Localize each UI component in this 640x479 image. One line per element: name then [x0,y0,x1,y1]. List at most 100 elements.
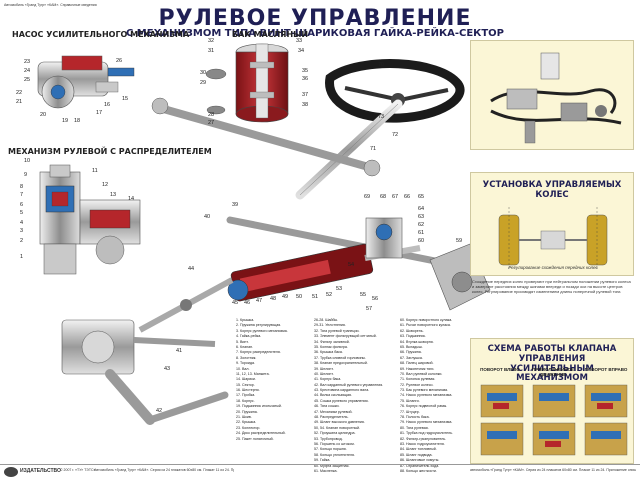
part-label: 43 [164,366,170,372]
legend-entry: 83. Насос гидроусилителя. [400,441,445,446]
part-label: 26 [116,58,122,64]
valve-diagram-straight [532,384,576,456]
legend-entry: 4. Гайка-рейка. [236,334,262,339]
legend-entry: 67. Заглушка. [400,355,423,360]
legend-entry: 53. Трубопровод. [314,436,343,441]
oil-tank-illustration [205,43,289,123]
legend-entry: 24. Диск распределительный. [236,431,286,436]
legend-entry: 34. Фильтр заливной. [314,339,350,344]
legend-entry: 61. Масленка. [314,468,338,473]
part-label: 62 [418,222,424,228]
legend-entry: 23. Коллектор. [236,425,261,430]
legend-entry: 69. Наконечник тяги. [400,366,435,371]
legend-entry: 62. Шкворень. [400,328,424,333]
part-label: 11 [92,168,98,174]
legend-entry: 61. Рычаг поворотного кулака. [400,323,451,328]
part-label: 21 [16,99,22,105]
valve-mode-left: ПОВОРОТ ВЛЕВО [480,367,520,372]
part-label: 12 [102,182,108,188]
legend-entry: 86. Шланговые хомуты. [400,458,440,463]
part-label: 47 [256,298,262,304]
inset-title-valve: СХЕМА РАБОТЫ КЛАПАНА УПРАВЛЕНИЯ УСИЛИТЕЛ… [487,344,617,384]
legend-entry: 85. Шланг подвода. [400,452,433,457]
part-label: 7 [20,192,23,198]
legend-entry: 68. Палец шаровой. [400,361,434,366]
part-label: 41 [176,348,182,354]
valve-mode-right: ПОВОРОТ ВПРАВО [584,367,628,372]
legend-entry: 71. Колонка рулевая. [400,377,436,382]
part-label: 48 [270,296,276,302]
legend-entry: 21. Шкив. [236,415,252,420]
legend-entry: 9. Тороида. [236,361,256,366]
part-label: 18 [74,118,80,124]
part-label: 15 [122,96,128,102]
legend-entry: 39. Шплинт. [314,366,334,371]
legend-entry: 33. Элемент фильтрующий сетчатый. [314,334,377,339]
legend-entry: 15. Сектор. [236,382,255,387]
steering-gear-illustration [39,164,141,275]
legend-entry: 35. Колпак фильтра. [314,344,348,349]
part-label: 37 [302,92,308,98]
legend-column-1: 1. Крышка.2. Пружина регулирующая.3. Кор… [236,318,314,442]
inset-panel-valve: СХЕМА РАБОТЫ КЛАПАНА УПРАВЛЕНИЯ УСИЛИТЕЛ… [470,338,634,464]
part-label: 27 [208,120,214,126]
part-label: 28 [208,112,214,118]
legend-entry: 18. Корпус. [236,398,255,403]
part-label: 35 [302,68,308,74]
legend-entry: 14. Шарики. [236,377,256,382]
legend-entry: 64. Втулка шкворня. [400,339,434,344]
legend-entry: 37. Трубка сливной горловины. [314,355,367,360]
legend-column-3: 60. Корпус поворотного кулака.61. Рычаг … [400,318,468,474]
legend-entry: 88. Кольцо жесткости. [400,468,437,473]
legend-entry: 19. Подшипник игольчатый. [236,404,282,409]
part-label: 69 [364,194,370,200]
legend-entry: 8. Золотник. [236,355,257,360]
page-subtitle: С МЕХАНИЗМОМ ТИПА ВИНТ-ШАРИКОВАЯ ГАЙКА-Р… [125,28,505,39]
cardan-shaft-illustration [138,277,234,333]
legend-entry: 43. Крестовина карданного вала. [314,388,370,393]
part-label: 2 [20,238,23,244]
legend-entry: 42. Вал карданный рулевого управления. [314,382,384,387]
part-label: 16 [104,102,110,108]
legend-entry: 77. Штуцер. [400,409,420,414]
part-label: 39 [232,202,238,208]
part-label: 14 [128,196,134,202]
legend-entry: 66. Пружина. [400,350,422,355]
legend-entry: 36. Крышка бака. [314,350,343,355]
legend-entry: 87. Ограничитель хода. [400,463,440,468]
legend-entry: 76. Корпус подвесной рамы. [400,404,448,409]
part-label: 32 [208,38,214,44]
part-label: 3 [20,228,23,234]
part-label: 10 [24,158,30,164]
part-label: 4 [20,220,23,226]
legend-entry: 60. Корпус поворотного кулака. [400,318,453,322]
legend-entry: 78. Полость бака. [400,415,430,420]
legend-entry: 41. Корпус бака. [314,377,342,382]
legend-entry: 26-28. Шайбы. [314,318,339,322]
publisher-logo-icon [4,467,18,477]
legend-entry: 48. Распределитель. [314,415,349,420]
legend-entry: 16. Шестерня. [236,388,260,393]
legend-entry: 7. Корпус распределителя. [236,350,281,355]
legend-entry: 82. Фильтр-грязеуловитель. [400,436,447,441]
legend-entry: 58. Кольцо уплотнителя. [314,452,355,457]
legend-entry: 32. Тяга рулевой трапеции. [314,328,360,333]
legend-entry: 63. Подшипник. [400,334,426,339]
legend-entry: 40. Шплинт. [314,371,334,376]
legend-entry: 52. Проушина цилиндра. [314,431,356,436]
legend-entry: 60. Муфта защитная. [314,463,350,468]
legend-entry: 73. Бак рулевого механизма. [400,388,449,393]
legend-entry: 47. Механизм рулевой. [314,409,353,414]
toe-in-caption: Регулирование схождения передних колес [508,265,598,270]
part-label: 17 [96,110,102,116]
legend-entry: 57. Кольцо поршня. [314,447,347,452]
valve-mode-labels: ПОВОРОТ ВЛЕВО ПРЯМОЛИНЕЙНОЕ ДВИЖЕНИЕ ПОВ… [475,367,631,377]
legend-entry: 70. Вал рулевой колонки. [400,371,443,376]
part-label: 30 [200,70,206,76]
legend-entry: 38. Клапан предохранительный. [314,361,368,366]
legend-entry: 3. Корпус рулевого механизма. [236,328,288,333]
legend-entry: 29-31. Уплотнения. [314,323,346,328]
part-label: 36 [302,76,308,82]
part-label: 19 [62,118,68,124]
part-label: 63 [418,214,424,220]
